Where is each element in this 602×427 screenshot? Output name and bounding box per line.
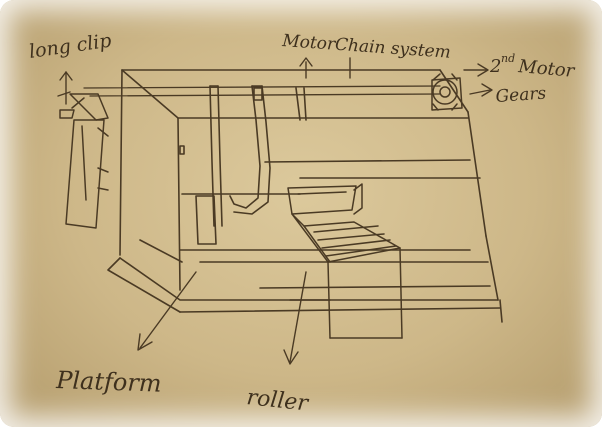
label-second-motor-suffix: nd [501,52,515,65]
label-second-motor-ordinal: 2 [489,56,501,77]
label-second-motor-word: Motor [517,56,577,82]
label-roller: roller [245,385,310,416]
roller-ramp [288,184,402,338]
leader-arrows [58,58,492,364]
second-motor-gears [432,74,462,110]
label-gears: Gears [495,83,547,107]
label-long-clip: long clip [28,30,113,63]
long-clip-assembly [60,94,108,228]
label-platform: Platform [55,366,162,398]
label-second-motor: 2 nd Motor [489,52,577,82]
chain-arms [180,86,306,244]
